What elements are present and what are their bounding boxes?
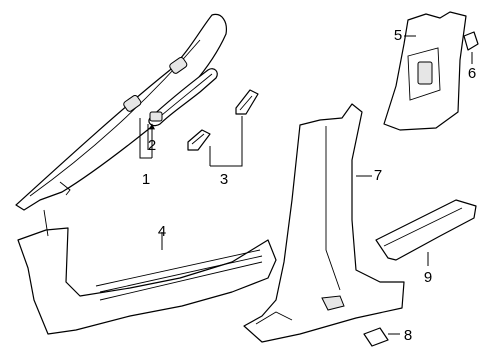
scuff-plate [375, 199, 477, 261]
assist-handle [148, 68, 218, 127]
callout-7: 7 [374, 167, 382, 184]
callout-8: 8 [404, 327, 412, 344]
callout-9: 9 [424, 269, 432, 286]
callout-1: 1 [142, 171, 150, 188]
callout-5: 5 [394, 27, 402, 44]
a-pillar-trim [15, 13, 227, 211]
callout-3: 3 [220, 171, 228, 188]
leader-lines [139, 35, 473, 335]
callout-6: 6 [468, 65, 476, 82]
b-pillar-upper-trim [383, 11, 467, 131]
cover-left [187, 129, 211, 151]
cover-right [235, 89, 259, 115]
callout-4: 4 [158, 223, 166, 240]
clip-8 [363, 327, 389, 347]
lower-pillar-trim [243, 103, 405, 343]
callout-2: 2 [148, 137, 156, 154]
sill-plate [17, 209, 277, 335]
clip-6 [463, 31, 479, 51]
